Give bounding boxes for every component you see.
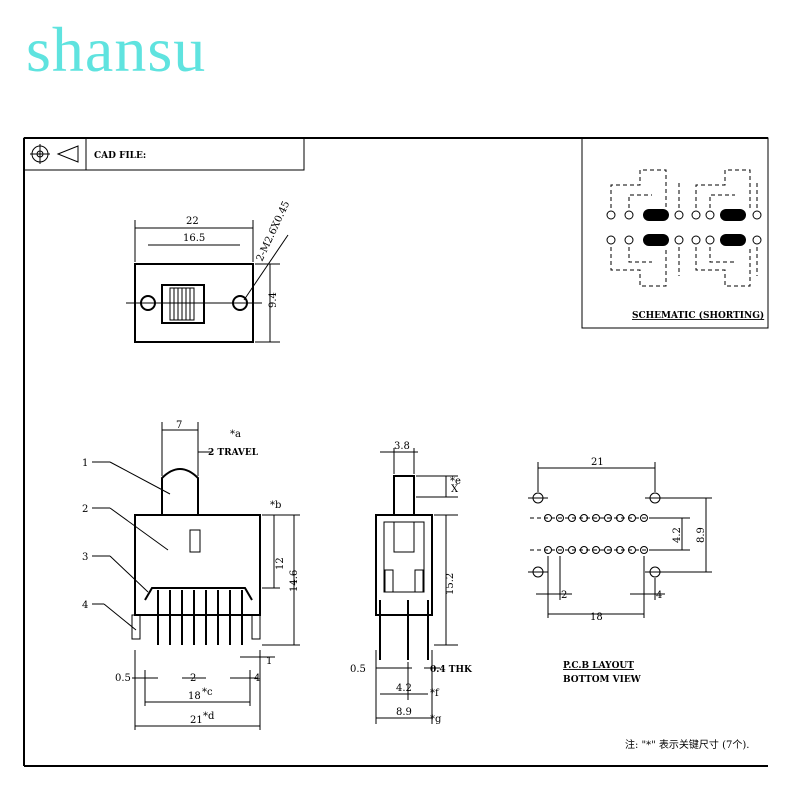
callout-4: 4 — [82, 600, 88, 611]
mark-c: *c — [202, 687, 213, 698]
dim-side-height: 15.2 — [445, 573, 456, 595]
dim-top-holes: 16.5 — [183, 233, 205, 244]
dim-pin-width: 0.5 — [115, 673, 131, 684]
dim-pcb-side: 4 — [656, 590, 662, 601]
mark-x: X — [451, 484, 459, 495]
dim-side-offset: 4 — [254, 673, 260, 684]
callout-3: 3 — [82, 552, 88, 563]
brand-logo: shansu — [26, 14, 207, 85]
dim-top-overall: 22 — [186, 216, 199, 227]
title-block: CAD FILE: — [23, 137, 305, 171]
mark-e: *e — [450, 476, 461, 487]
mark-b: *b — [270, 500, 281, 511]
pcb-layout: 21 4.2 8.9 2 4 18 P.C.B — [528, 457, 712, 685]
dim-body-height: 12 — [275, 557, 286, 570]
dim-pcb-height: 8.9 — [696, 527, 707, 543]
schematic-label: SCHEMATIC (SHORTING) — [632, 310, 764, 321]
dim-pcb-bottom: 18 — [590, 612, 603, 623]
dim-front-18: 18 — [188, 691, 201, 702]
mark-d: *d — [203, 711, 215, 722]
dim-side-pitch: 4.2 — [396, 683, 412, 694]
dim-one: 1 — [266, 656, 272, 667]
dim-top-height: 9.4 — [268, 292, 279, 308]
mark-g: *g — [430, 714, 442, 725]
schematic-panel: SCHEMATIC (SHORTING) — [581, 137, 769, 329]
screw-note: 2-M2.6X0.45 — [255, 199, 293, 263]
dim-travel: 2 TRAVEL — [208, 448, 259, 458]
dim-pcb-top: 21 — [591, 457, 604, 468]
dim-pcb-pitch: 2 — [561, 590, 567, 601]
mark-a: *a — [230, 429, 241, 440]
dim-pcb-row: 4.2 — [672, 527, 683, 543]
dim-pin-pitch: 2 — [190, 673, 196, 684]
dim-side-thk: 0.4 THK — [430, 665, 473, 675]
dim-side-pin: 0.5 — [350, 664, 366, 675]
drawing-note: 注: "*" 表示关键尺寸 (7个). — [625, 738, 749, 751]
pcb-label-line2: BOTTOM VIEW — [563, 675, 642, 685]
dim-front-21: 21 — [190, 715, 203, 726]
top-view: 22 16.5 9.4 2-M2.6X0.45 — [126, 199, 293, 343]
dim-total-height: 14.6 — [289, 570, 300, 592]
dim-side-top: 3.8 — [394, 441, 410, 452]
callout-1: 1 — [82, 458, 88, 469]
mark-f: *f — [430, 688, 440, 699]
pcb-label-line1: P.C.B LAYOUT — [563, 661, 634, 671]
dim-actuator: 7 — [176, 420, 182, 431]
callout-2: 2 — [82, 504, 88, 515]
front-view: 7 2 TRAVEL *a 12 14.6 *b 1 0.5 2 4 — [82, 420, 300, 730]
dim-side-width: 8.9 — [396, 707, 412, 718]
pcb-pads — [544, 514, 648, 554]
projection-symbol-icon — [30, 144, 79, 164]
cad-file-label: CAD FILE: — [94, 151, 146, 161]
side-view: 3.8 X *e 15.2 0.5 0.4 THK 4.2 *f 8.9 *g — [350, 441, 473, 725]
